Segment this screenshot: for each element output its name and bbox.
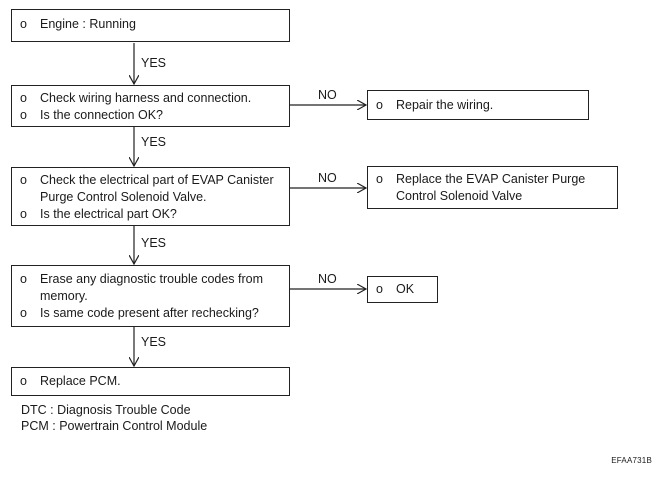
legend-pcm: PCM : Powertrain Control Module: [21, 419, 208, 433]
step-text: Replace PCM.: [40, 374, 121, 388]
outcome-text: OK: [396, 282, 415, 296]
step-text: Engine : Running: [40, 17, 136, 31]
outcome-text: Repair the wiring.: [396, 98, 494, 112]
yes-label-2: YES: [141, 135, 167, 149]
no-label-3: NO: [318, 272, 337, 286]
outcome-text: Replace the EVAP Canister Purge: [396, 172, 586, 186]
yes-label-1: YES: [141, 56, 167, 70]
figure-code: EFAA731B: [611, 456, 652, 465]
yes-label-4: YES: [141, 335, 167, 349]
step-question: Is the connection OK?: [40, 108, 163, 122]
step-text: Check wiring harness and connection.: [40, 91, 252, 105]
outcome-text-cont: Control Solenoid Valve: [396, 189, 523, 203]
step-question: Is the electrical part OK?: [40, 207, 177, 221]
yes-label-3: YES: [141, 236, 167, 250]
step-text-cont: Purge Control Solenoid Valve.: [40, 190, 207, 204]
no-label-2: NO: [318, 171, 337, 185]
step-text: Erase any diagnostic trouble codes from: [40, 272, 264, 286]
legend: DTC : Diagnosis Trouble Code PCM : Power…: [21, 402, 207, 434]
step-text: Check the electrical part of EVAP Canist…: [40, 173, 274, 187]
legend-dtc: DTC : Diagnosis Trouble Code: [21, 403, 191, 417]
step-question: Is same code present after rechecking?: [40, 306, 259, 320]
no-label-1: NO: [318, 88, 337, 102]
step-text-cont: memory.: [40, 289, 88, 303]
